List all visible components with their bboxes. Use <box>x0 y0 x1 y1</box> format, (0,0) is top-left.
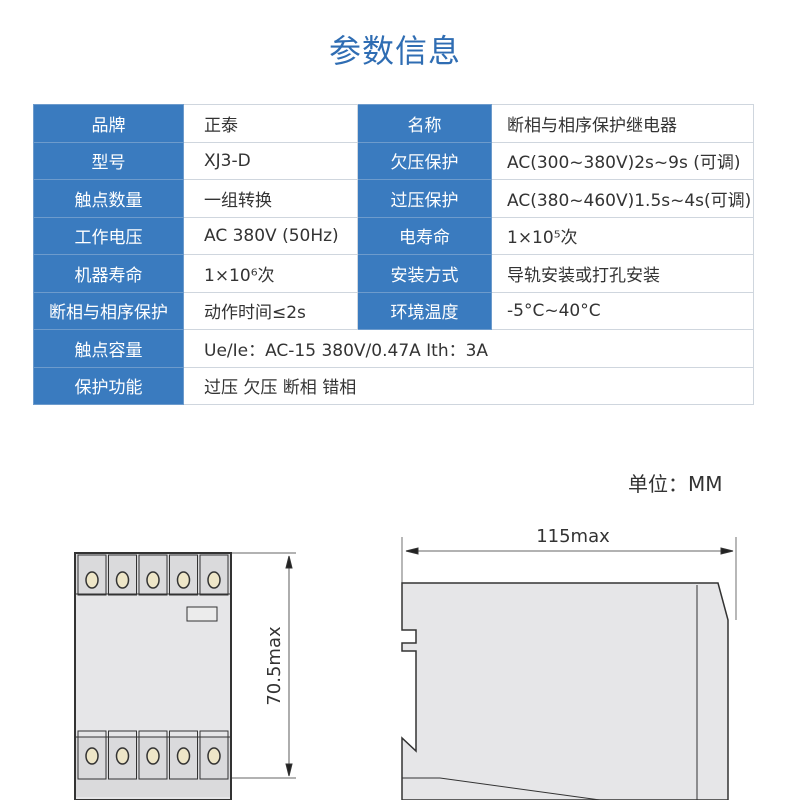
param-label: 欠压保护 <box>357 141 492 180</box>
terminal-screw-icon <box>207 747 221 765</box>
param-value: Ue/Ie：AC-15 380V/0.47A Ith：3A <box>183 329 754 368</box>
param-label: 电寿命 <box>357 216 492 255</box>
terminal-screw-icon <box>85 747 99 765</box>
front-view-drawing <box>74 552 296 800</box>
param-label: 机器寿命 <box>33 254 184 293</box>
terminal-screw-icon <box>146 747 160 765</box>
param-label: 过压保护 <box>357 179 492 218</box>
param-label: 触点数量 <box>33 179 184 218</box>
param-value: 动作时间≤2s <box>183 291 358 330</box>
param-value: 1×10⁵次 <box>491 216 754 255</box>
terminal-screw-icon <box>146 571 160 589</box>
unit-label: 单位：MM <box>628 472 723 496</box>
param-label: 安装方式 <box>357 254 492 293</box>
param-value: 一组转换 <box>183 179 358 218</box>
terminal-screw-icon <box>115 571 130 589</box>
table-row: 品牌正泰名称断相与相序保护继电器 <box>33 104 754 143</box>
param-value: AC(380~460V)1.5s~4s(可调) <box>491 179 754 218</box>
param-label: 环境温度 <box>357 291 492 330</box>
param-label: 触点容量 <box>33 329 184 368</box>
param-value: XJ3-D <box>183 141 358 180</box>
terminal-screw-icon <box>176 747 191 765</box>
terminal-screw-icon <box>207 571 221 589</box>
table-row: 保护功能过压 欠压 断相 错相 <box>33 366 754 405</box>
param-label: 品牌 <box>33 104 184 143</box>
param-label: 型号 <box>33 141 184 180</box>
param-label: 工作电压 <box>33 216 184 255</box>
page-title: 参数信息 <box>328 32 461 70</box>
height-dimension-label: 70.5max <box>264 626 285 706</box>
param-value: 过压 欠压 断相 错相 <box>183 366 754 405</box>
param-label: 断相与相序保护 <box>33 291 184 330</box>
terminal-screw-icon <box>115 747 130 765</box>
terminal-screw-icon <box>85 571 99 589</box>
side-view-drawing <box>401 537 737 800</box>
param-value: 断相与相序保护继电器 <box>491 104 754 143</box>
terminal-screw-icon <box>176 571 191 589</box>
width-dimension-label: 115max <box>536 526 610 547</box>
param-value: AC(300~380V)2s~9s (可调) <box>491 141 754 180</box>
param-label: 保护功能 <box>33 366 184 405</box>
